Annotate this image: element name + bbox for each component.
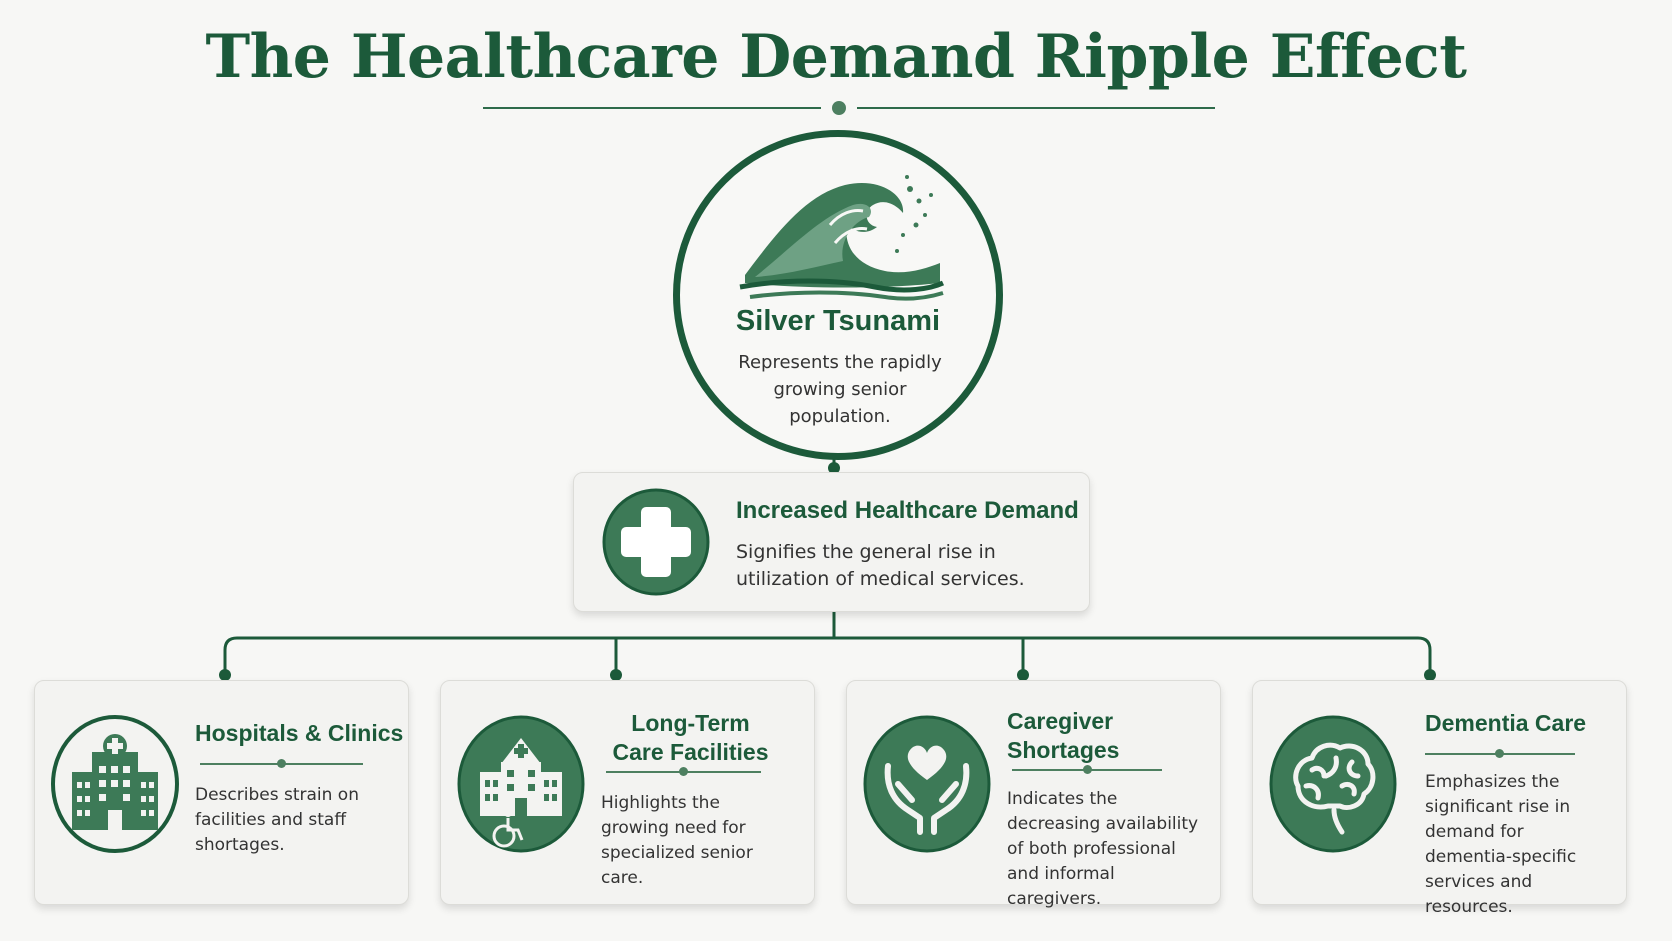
card-divider-dot xyxy=(277,759,286,768)
effect-card-description: Highlights the growing need for speciali… xyxy=(601,793,753,888)
effect-card-dementia-care: Dementia Care Emphasizes the significant… xyxy=(1252,680,1627,917)
middle-node-title: Increased Healthcare Demand xyxy=(736,497,1079,524)
brain-icon xyxy=(1269,715,1397,853)
middle-node-healthcare-demand: Increased Healthcare Demand Signifies th… xyxy=(573,472,1090,612)
hospital-icon xyxy=(51,715,179,853)
effect-card-description: Emphasizes the significant rise in deman… xyxy=(1425,772,1577,917)
card-divider-dot xyxy=(1495,749,1504,758)
page-title: The Healthcare Demand Ripple Effect xyxy=(205,22,1467,92)
root-node-silver-tsunami: Silver Tsunami Represents the rapidly gr… xyxy=(673,130,1003,460)
effect-card-description: Describes strain on facilities and staff… xyxy=(195,785,359,855)
care-facility-icon xyxy=(457,715,585,853)
root-node-description: Represents the rapidly growing senior po… xyxy=(738,352,942,427)
title-rule-dot xyxy=(832,101,846,115)
effect-card-title: Caregiver Shortages xyxy=(1007,708,1120,763)
wave-icon xyxy=(739,175,945,301)
effect-card-title: Dementia Care xyxy=(1425,710,1587,736)
card-divider-dot xyxy=(1083,765,1092,774)
caring-hands-icon xyxy=(863,715,991,853)
effect-card-title: Long-Term Care Facilities xyxy=(612,710,769,765)
effect-card-hospitals: Hospitals & Clinics Describes strain on … xyxy=(34,680,409,905)
middle-node-description: Signifies the general rise in utilizatio… xyxy=(736,541,1025,590)
title-rule-right xyxy=(857,107,1215,109)
effect-card-title: Hospitals & Clinics xyxy=(195,720,404,746)
effect-card-caregiver-shortages: Caregiver Shortages Indicates the decrea… xyxy=(846,680,1221,909)
root-node-title: Silver Tsunami xyxy=(735,305,941,337)
title-rule-left xyxy=(483,107,821,109)
effect-card-long-term-care: Long-Term Care Facilities Highlights the… xyxy=(440,680,815,905)
medical-cross-icon xyxy=(602,488,710,596)
card-divider-dot xyxy=(679,767,688,776)
effect-card-description: Indicates the decreasing availability of… xyxy=(1007,789,1199,909)
